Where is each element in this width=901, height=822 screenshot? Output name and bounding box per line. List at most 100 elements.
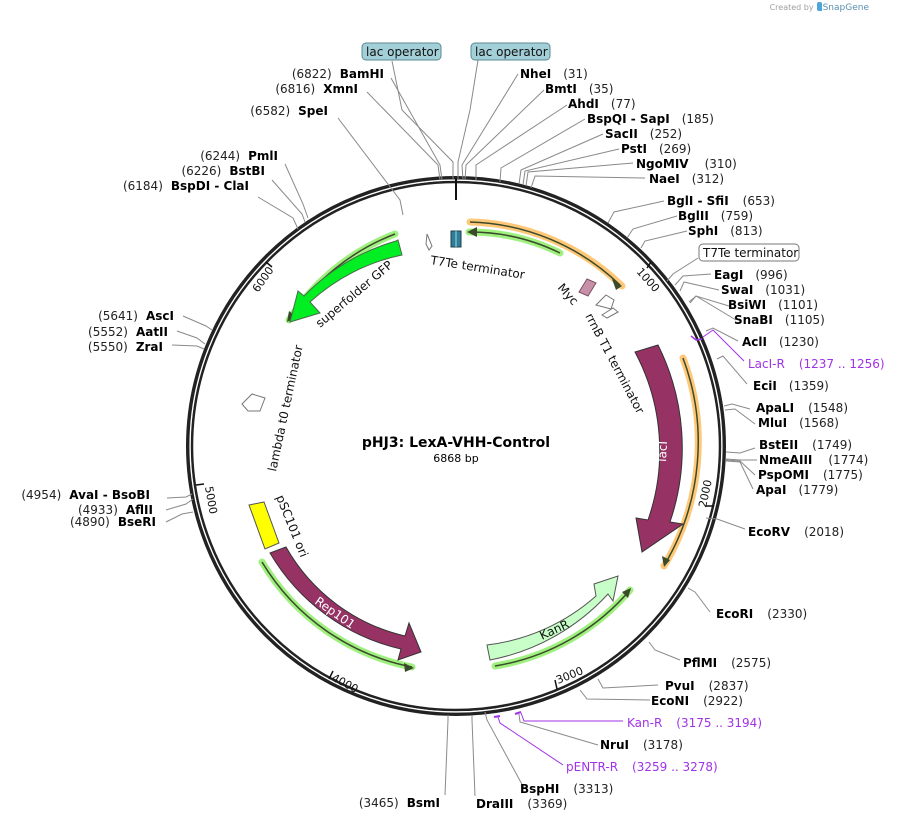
- enzyme-apai[interactable]: ApaI: [756, 483, 786, 497]
- enzyme-bseri[interactable]: BseRI: [118, 515, 156, 529]
- enzyme-acli-pos: (1230): [779, 335, 819, 349]
- enzyme-snabi[interactable]: SnaBI: [734, 313, 773, 327]
- enzyme-swai-pos: (1031): [765, 283, 805, 297]
- svg-text:PflMI(2575): PflMI(2575): [683, 656, 771, 670]
- enzyme-swai[interactable]: SwaI: [721, 283, 753, 297]
- svg-text:NaeI(312): NaeI(312): [649, 172, 724, 186]
- svg-text:BstEII(1749): BstEII(1749): [759, 438, 852, 452]
- svg-text:NgoMIV(310): NgoMIV(310): [636, 157, 737, 171]
- kanr-arrow[interactable]: [486, 575, 619, 661]
- enzyme-econi[interactable]: EcoNI: [651, 694, 689, 708]
- lambda-t0-terminator-glyph[interactable]: [241, 393, 266, 412]
- lac-operator-1-label[interactable]: lac operator: [366, 45, 439, 59]
- enzyme-aflii[interactable]: AflII: [126, 503, 153, 517]
- svg-text:(4890)BseRI: (4890)BseRI: [70, 515, 156, 529]
- primer-laci-r[interactable]: LacI-R: [748, 357, 785, 371]
- enzyme-nmeaiii[interactable]: NmeAIII: [759, 453, 812, 467]
- enzyme-ecii[interactable]: EciI: [753, 379, 777, 393]
- enzyme-apali[interactable]: ApaLI: [756, 401, 794, 415]
- svg-text:MluI(1568): MluI (1568): [758, 416, 839, 430]
- enzyme-zrai[interactable]: ZraI: [136, 340, 163, 354]
- enzyme-psti[interactable]: PstI: [621, 142, 647, 156]
- enzyme-ecorv[interactable]: EcoRV: [748, 525, 791, 539]
- enzyme-labels-left: (3465)BsmI (4890)BseRI (4933)AflII (4954…: [21, 67, 440, 810]
- enzyme-naei[interactable]: NaeI: [649, 172, 680, 186]
- enzyme-bsteii[interactable]: BstEII: [759, 438, 798, 452]
- laci-arrow[interactable]: [634, 344, 685, 553]
- enzyme-bspqi-sapi[interactable]: BspQI - SapI: [587, 112, 670, 126]
- rrnb-t1-terminator-glyph[interactable]: [595, 294, 619, 319]
- superfolder-gfp-arrow[interactable]: [289, 239, 403, 323]
- enzyme-asci-pos: (5641): [98, 309, 138, 323]
- primer-pentr-r[interactable]: pENTR-R: [566, 760, 618, 774]
- enzyme-bsiwi[interactable]: BsiWI: [728, 298, 766, 312]
- tick-5000: 5000: [202, 485, 220, 515]
- feature-labels: lac operator lac operator T7Te terminato…: [265, 42, 800, 643]
- psc101-ori-block[interactable]: [248, 501, 280, 550]
- enzyme-nrui[interactable]: NruI: [600, 738, 629, 752]
- enzyme-ngomiv[interactable]: NgoMIV: [636, 157, 689, 171]
- enzyme-asci[interactable]: AscI: [146, 309, 174, 323]
- t7te-terminator-box-label[interactable]: T7Te terminator: [702, 246, 798, 260]
- enzyme-bglii[interactable]: BglII: [678, 209, 709, 223]
- enzyme-bgli-sfii[interactable]: BglI - SfiI: [667, 194, 729, 208]
- svg-text:(6244)PmlI: (6244)PmlI: [200, 149, 278, 163]
- backbone: [186, 176, 726, 716]
- myc-tag[interactable]: [578, 278, 597, 297]
- lambda-t0-terminator-label[interactable]: lambda t0 terminator: [265, 344, 305, 473]
- svg-text:(6582)SpeI: (6582) SpeI: [250, 104, 328, 118]
- enzyme-pmli[interactable]: PmlI: [248, 149, 278, 163]
- primer-kan-r-pos: (3175 .. 3194): [676, 716, 762, 730]
- enzyme-acli[interactable]: AclI: [742, 335, 767, 349]
- enzyme-nmeaiii-pos: (1774): [828, 453, 868, 467]
- svg-text:EcoNI(2922): EcoNI(2922): [651, 694, 743, 708]
- enzyme-bsiwi-pos: (1101): [778, 298, 818, 312]
- enzyme-ecori[interactable]: EcoRI: [716, 607, 753, 621]
- primer-kan-r[interactable]: Kan-R: [627, 716, 662, 730]
- svg-text:LacI-R(1237 .. 1256): LacI-R(1237 .. 1256): [748, 357, 885, 371]
- enzyme-avai-bsobi[interactable]: AvaI - BsoBI: [69, 488, 150, 502]
- rrnb-t1-terminator-label[interactable]: rrnB T1 terminator: [582, 311, 647, 416]
- enzyme-bsphi[interactable]: BspHI: [520, 782, 559, 796]
- enzyme-sphi[interactable]: SphI: [688, 224, 718, 238]
- snapgene-logo-icon: [816, 2, 822, 11]
- svg-text:BsiWI(1101): BsiWI (1101): [728, 298, 818, 312]
- enzyme-pspomi-pos: (1775): [823, 468, 863, 482]
- enzyme-spei-pos: (6582): [250, 104, 290, 118]
- enzyme-spei[interactable]: SpeI: [298, 104, 328, 118]
- enzyme-pvui-pos: (2837): [709, 679, 749, 693]
- enzyme-bamhi[interactable]: BamHI: [340, 67, 384, 81]
- svg-text:(6816)XmnI: (6816)XmnI: [275, 82, 358, 96]
- svg-text:BmtI(35): BmtI(35): [545, 82, 614, 96]
- t7te-terminator-label[interactable]: T7Te terminator: [429, 253, 526, 282]
- enzyme-xmni[interactable]: XmnI: [323, 82, 358, 96]
- enzyme-ecii-pos: (1359): [789, 379, 829, 393]
- enzyme-aatii[interactable]: AatII: [136, 325, 168, 339]
- plasmid-name: pHJ3: LexA-VHH-Control: [362, 435, 550, 451]
- enzyme-avai-bsobi-pos: (4954): [21, 488, 61, 502]
- enzyme-nhei[interactable]: NheI: [520, 67, 551, 81]
- laci-label[interactable]: lacI: [655, 441, 670, 463]
- myc-label[interactable]: Myc: [555, 281, 582, 308]
- enzyme-bspdi-clai[interactable]: BspDI - ClaI: [171, 179, 249, 193]
- rep101-arrow[interactable]: [269, 546, 422, 661]
- enzyme-draiii[interactable]: DraIII: [476, 797, 513, 811]
- lac-operator-2-label[interactable]: lac operator: [475, 45, 548, 59]
- enzyme-bsmi[interactable]: BsmI: [407, 796, 440, 810]
- svg-text:EcoRV(2018): EcoRV(2018): [748, 525, 844, 539]
- enzyme-pvui[interactable]: PvuI: [665, 679, 695, 693]
- enzyme-apali-pos: (1548): [808, 401, 848, 415]
- enzyme-mlui[interactable]: MluI: [758, 416, 787, 430]
- enzyme-pflmi[interactable]: PflMI: [683, 656, 717, 670]
- enzyme-bstbi[interactable]: BstBI: [229, 164, 265, 178]
- enzyme-bmti[interactable]: BmtI: [545, 82, 577, 96]
- enzyme-eagi[interactable]: EagI: [714, 268, 743, 282]
- enzyme-pspomi[interactable]: PspOMI: [758, 468, 809, 482]
- enzyme-mlui-pos: (1568): [799, 416, 839, 430]
- enzyme-aflii-pos: (4933): [78, 503, 118, 517]
- credit-prefix: Created by: [769, 3, 814, 12]
- t7te-terminator-2-glyph[interactable]: [425, 233, 433, 251]
- enzyme-sacii[interactable]: SacII: [605, 127, 638, 141]
- enzyme-ahdi[interactable]: AhdI: [568, 97, 599, 111]
